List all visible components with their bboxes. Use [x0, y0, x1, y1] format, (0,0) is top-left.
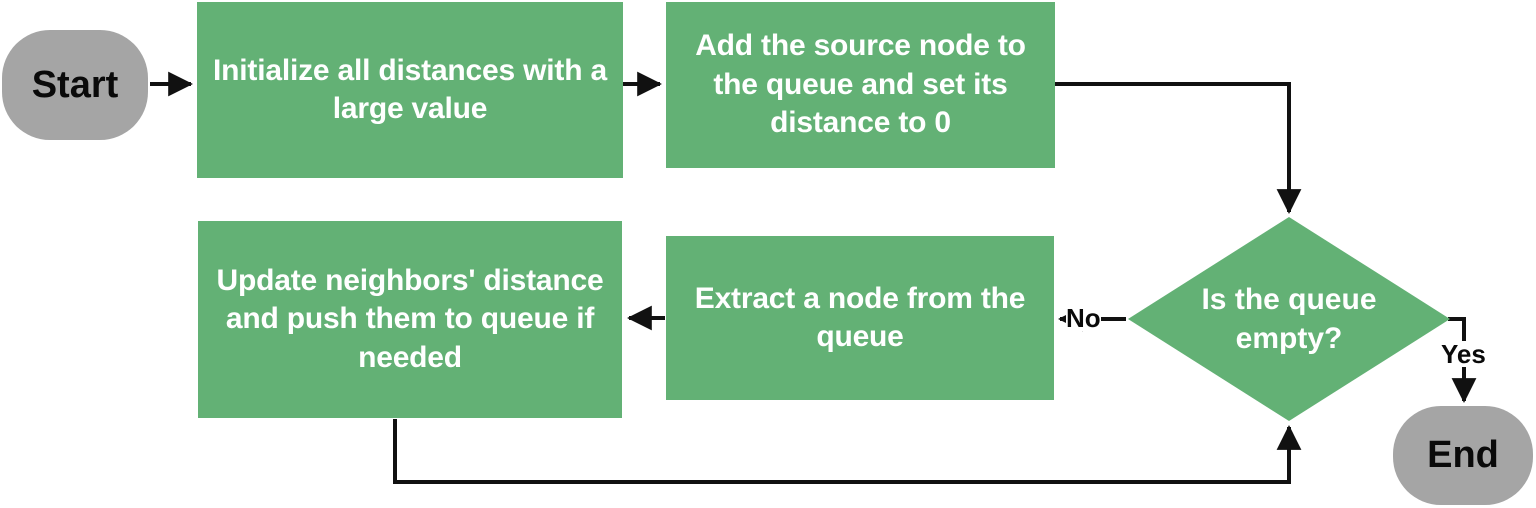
node-start-label: Start	[31, 63, 119, 106]
edge-update-isempty	[393, 419, 1302, 484]
node-start[interactable]: Start	[2, 30, 148, 140]
node-initialize-distances[interactable]: Initialize all distances with a large va…	[197, 2, 623, 178]
edge-label-yes: Yes	[1441, 339, 1486, 369]
node-end-label: End	[1427, 434, 1499, 476]
node-extract-node-label: Extract a node from the queue	[694, 281, 1026, 353]
node-end[interactable]: End	[1393, 406, 1533, 505]
node-is-queue-empty[interactable]: Is the queue empty?	[1128, 217, 1450, 421]
node-initialize-distances-label: Initialize all distances with a large va…	[213, 53, 607, 125]
node-add-source-node[interactable]: Add the source node to the queue and set…	[666, 2, 1055, 168]
edge-label-no: No	[1066, 303, 1101, 333]
edge-addsrc-isempty	[1055, 82, 1302, 214]
node-is-queue-empty-label: Is the queue empty?	[1201, 283, 1377, 355]
node-extract-node[interactable]: Extract a node from the queue	[666, 236, 1054, 400]
node-update-neighbors-label: Update neighbors' distance and push them…	[216, 263, 604, 374]
node-add-source-node-label: Add the source node to the queue and set…	[695, 29, 1026, 140]
node-update-neighbors[interactable]: Update neighbors' distance and push them…	[198, 221, 622, 418]
